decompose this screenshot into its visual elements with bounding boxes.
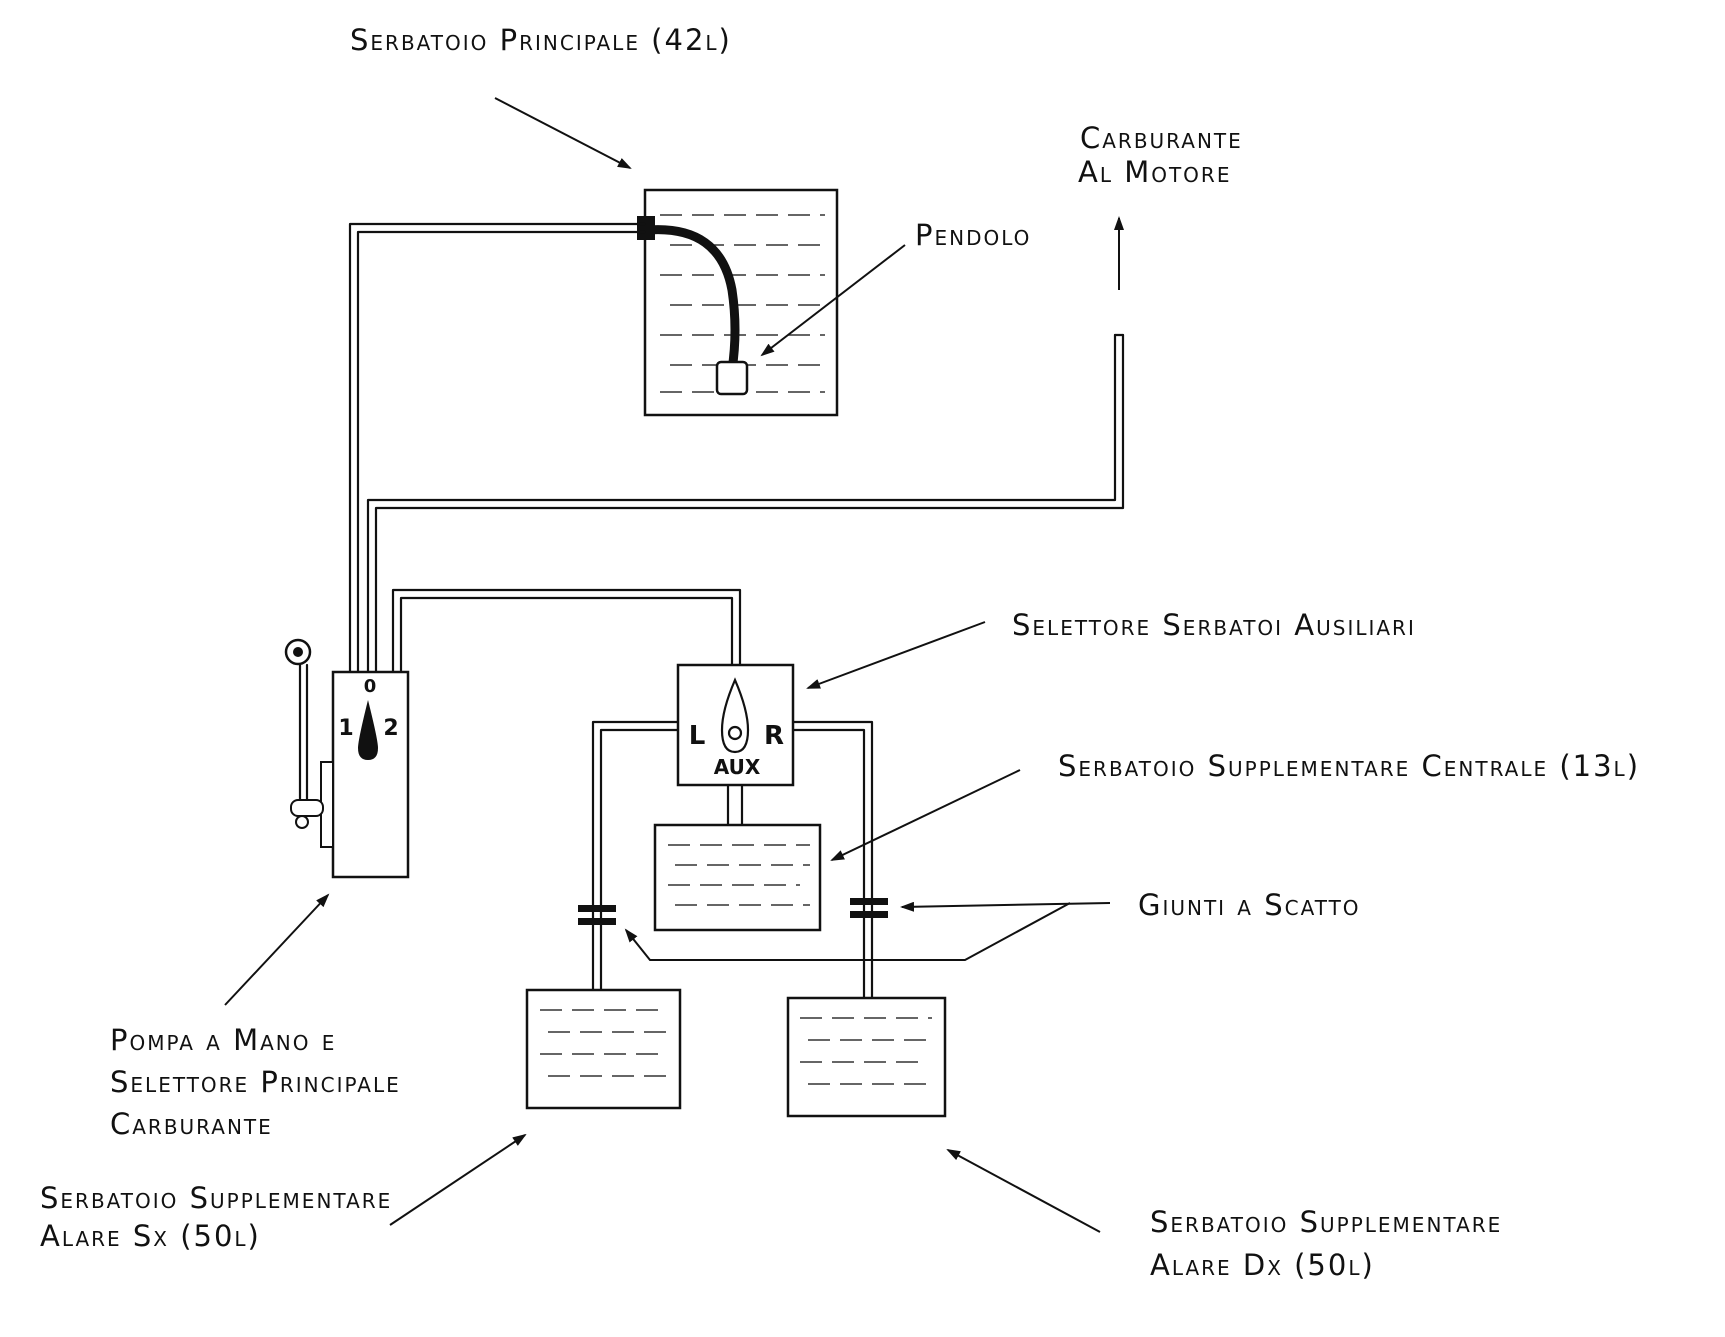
- fuel-lines: [348, 222, 1125, 1000]
- label-left-tank-1: Serbatoio Supplementare: [40, 1181, 392, 1215]
- left-wing-tank: [525, 988, 682, 1110]
- main-tank-fitting: [637, 216, 655, 240]
- label-right-tank-1: Serbatoio Supplementare: [1150, 1205, 1502, 1239]
- pendulum: [643, 225, 749, 396]
- label-main-tank: Serbatoio Principale (42l): [350, 23, 732, 57]
- aux-selector: [676, 663, 795, 787]
- selector-pos-1: 1: [338, 716, 353, 741]
- center-tank: [653, 823, 822, 932]
- label-hand-pump-1: Pompa a Mano e: [110, 1023, 336, 1057]
- aux-selector-aux: AUX: [714, 755, 761, 779]
- hand-pump-main-selector: [284, 638, 410, 879]
- quick-joint-right: [850, 898, 888, 918]
- label-quick-joints: Giunti a Scatto: [1138, 888, 1361, 922]
- aux-selector-right: R: [764, 721, 784, 751]
- label-fuel-to-engine-2: Al Motore: [1078, 155, 1231, 189]
- quick-joint-left: [578, 905, 616, 925]
- label-hand-pump-3: Carburante: [110, 1107, 273, 1141]
- label-right-tank-2: Alare Dx (50l): [1150, 1248, 1375, 1282]
- label-fuel-to-engine-1: Carburante: [1080, 121, 1243, 155]
- annotation-arrows: [224, 97, 1124, 1233]
- aux-selector-left: L: [689, 721, 706, 751]
- right-wing-tank: [786, 996, 947, 1118]
- label-center-tank: Serbatoio Supplementare Centrale (13l): [1058, 749, 1640, 783]
- selector-handle: [358, 700, 378, 760]
- selector-pos-0: 0: [364, 676, 377, 697]
- label-pendulum: Pendolo: [915, 218, 1031, 252]
- label-left-tank-2: Alare Sx (50l): [40, 1219, 261, 1253]
- selector-pos-2: 2: [383, 716, 398, 741]
- label-hand-pump-2: Selettore Principale: [110, 1065, 401, 1099]
- label-aux-selector: Selettore Serbatoi Ausiliari: [1012, 608, 1416, 642]
